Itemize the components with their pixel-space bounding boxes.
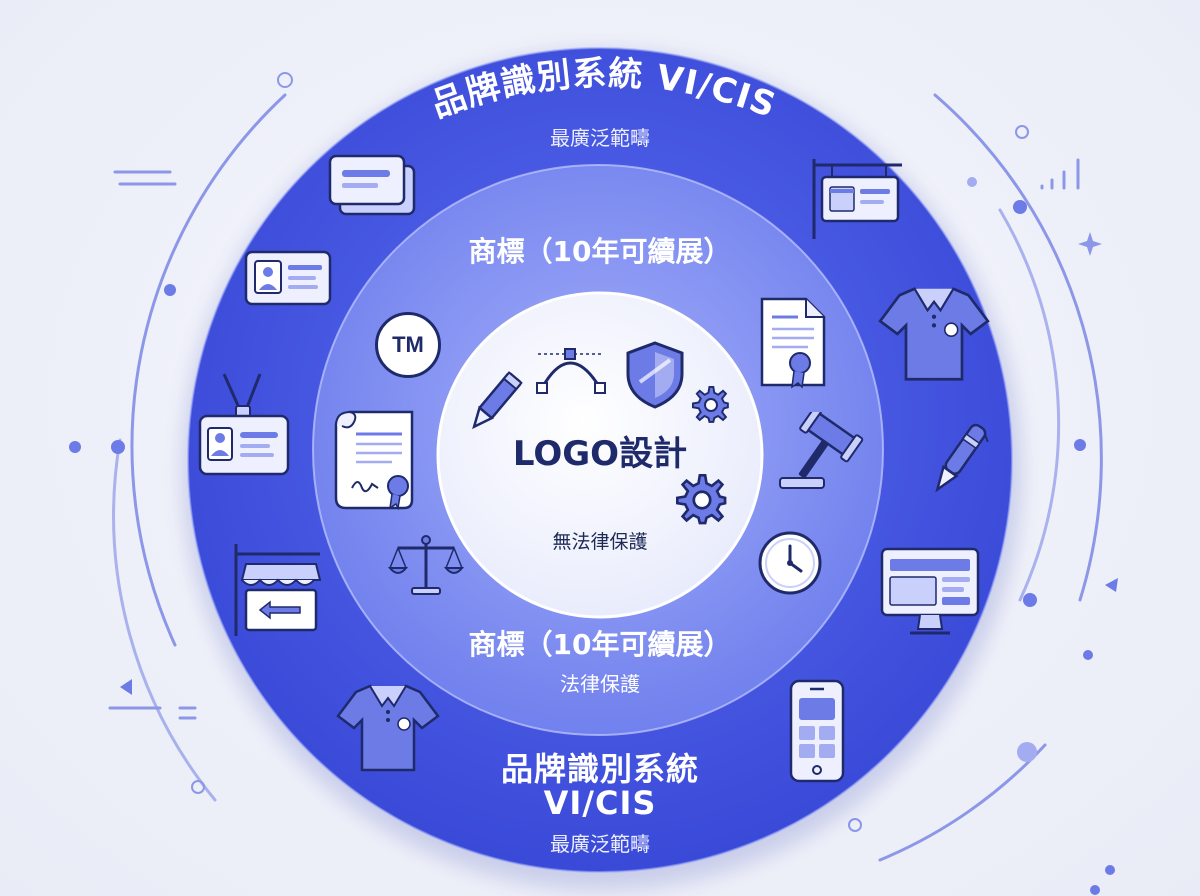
gear-icon — [692, 386, 729, 423]
gavel-icon — [779, 412, 864, 489]
polo-shirt-icon — [878, 287, 990, 381]
decorative-lines — [108, 158, 1080, 720]
svg-text:品牌識別系統 VI/CIS: 品牌識別系統 VI/CIS — [426, 54, 781, 126]
outer-bottom-title-line2: VI/CIS — [543, 784, 657, 822]
outer-bottom-title-line1: 品牌識別系統 — [500, 750, 699, 788]
middle-bottom-title: 商標（10年可續展） — [468, 628, 732, 661]
outer-top-subtitle: 最廣泛範疇 — [550, 126, 650, 150]
clock-icon — [758, 531, 822, 595]
middle-top-title: 商標（10年可續展） — [468, 235, 732, 268]
pencil-icon — [472, 371, 523, 430]
outer-top-title: 品牌識別系統 VI/CIS — [426, 54, 780, 126]
document-seal-icon — [760, 297, 826, 389]
core-subtitle: 無法律保護 — [552, 531, 648, 553]
mobile-app-icon — [789, 679, 845, 783]
middle-bottom-subtitle: 法律保護 — [560, 672, 640, 696]
storefront-sign-icon — [234, 544, 322, 636]
lanyard-badge-icon — [198, 373, 290, 476]
core-title: LOGO設計 — [512, 434, 688, 474]
trademark-icon: TM — [375, 312, 441, 378]
shield-icon — [626, 341, 684, 409]
business-cards-icon — [328, 154, 416, 216]
pen-icon — [935, 423, 989, 493]
website-monitor-icon — [880, 547, 980, 635]
gear-icon — [676, 474, 727, 525]
scales-icon — [388, 535, 464, 595]
decorative-dots — [69, 72, 1118, 895]
id-card-icon — [244, 250, 332, 306]
certificate-scroll-icon — [334, 410, 414, 511]
trademark-symbol: TM — [392, 332, 424, 357]
polo-shirt-icon — [336, 684, 440, 772]
hanging-store-sign-icon — [812, 159, 902, 239]
bezier-curve-icon — [536, 348, 606, 394]
outer-bottom-subtitle: 最廣泛範疇 — [550, 832, 650, 856]
